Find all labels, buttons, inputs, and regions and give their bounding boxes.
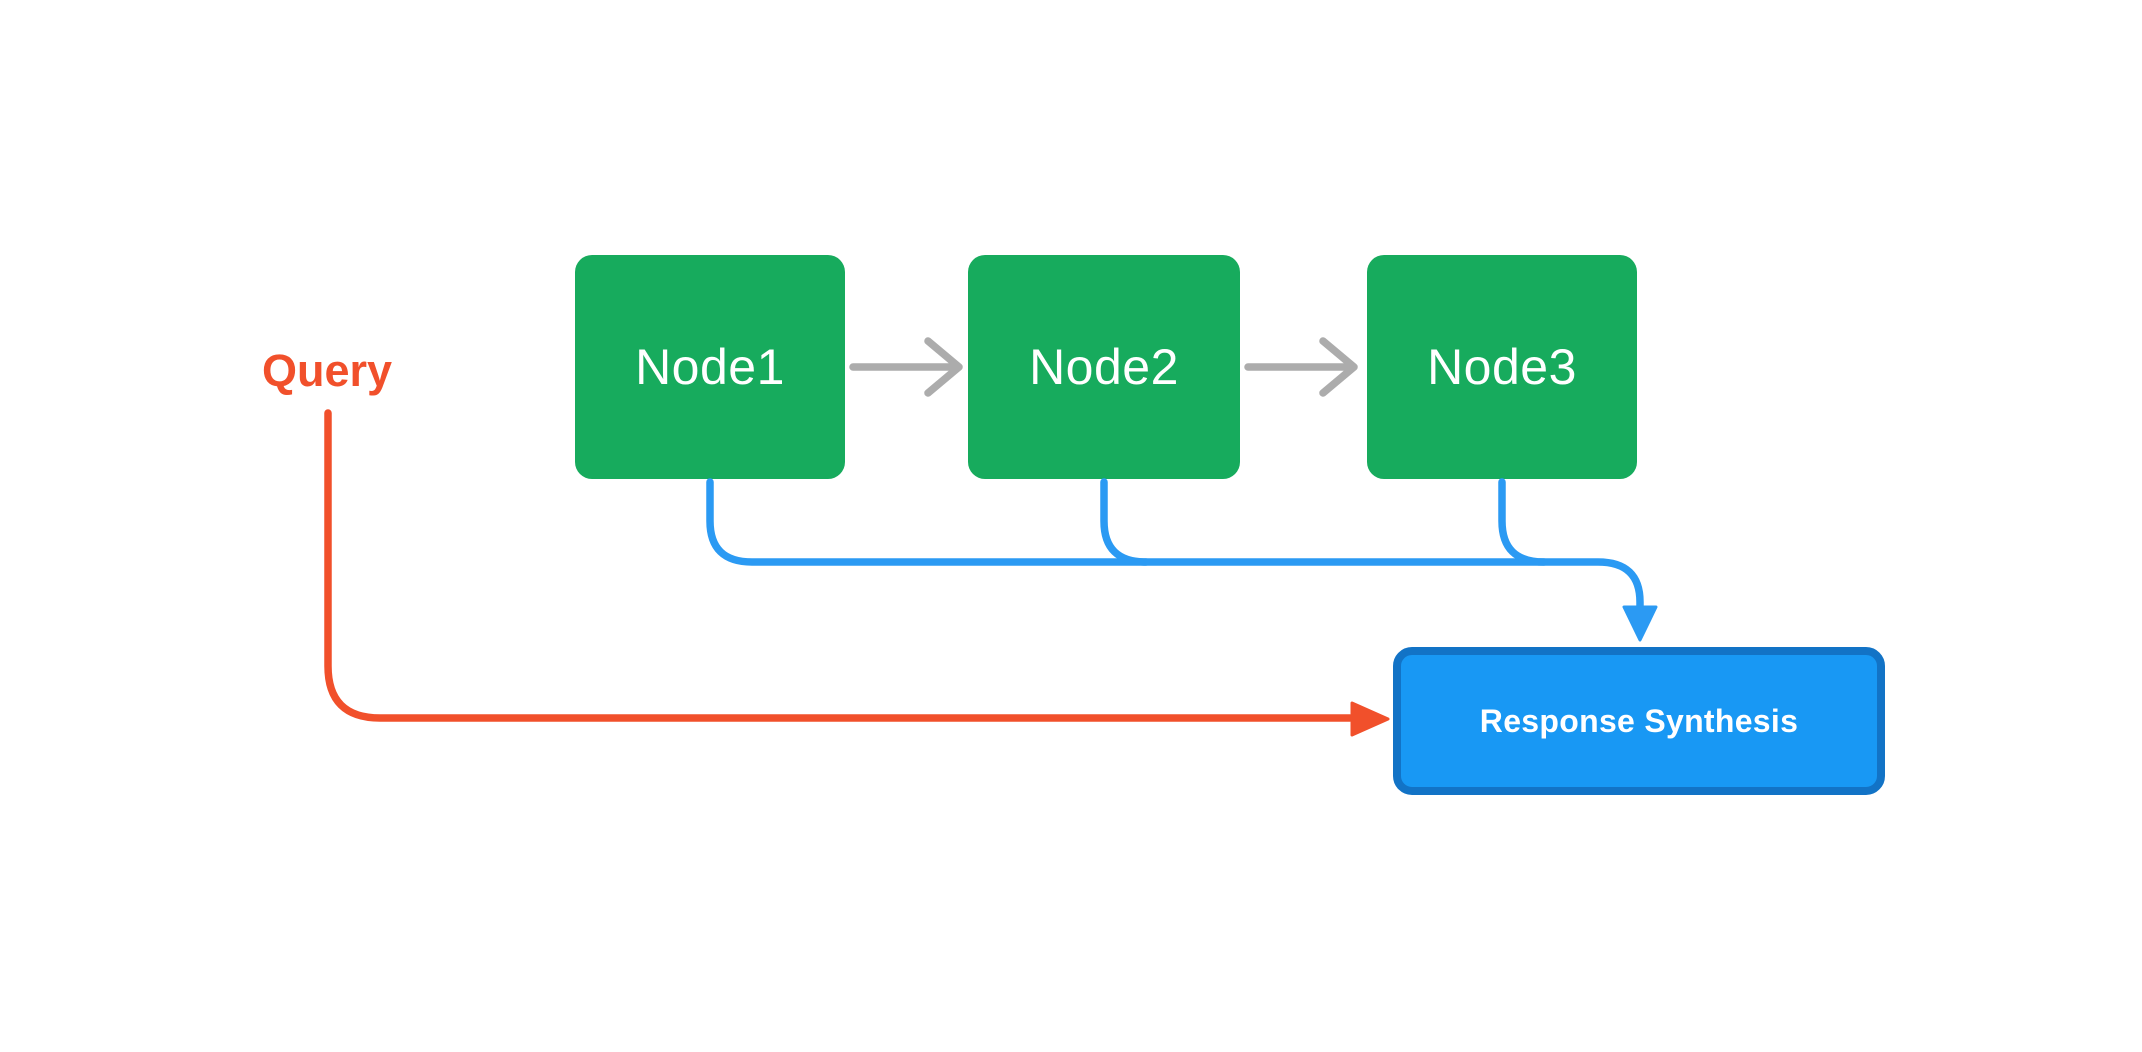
node-2-box bbox=[968, 255, 1240, 479]
query-arrowhead-icon bbox=[1350, 701, 1390, 737]
response-synthesis-label: Response Synthesis bbox=[1480, 703, 1798, 739]
node-1-box bbox=[575, 255, 845, 479]
node-3: Node3 bbox=[1367, 255, 1637, 479]
node-2: Node2 bbox=[968, 255, 1240, 479]
blue-connector-node2 bbox=[1100, 478, 1150, 566]
arrow-node2-node3-icon bbox=[1244, 337, 1358, 397]
arrow-node1-node2-icon bbox=[849, 337, 963, 397]
node-1-label: Node1 bbox=[635, 339, 785, 395]
query-label: Query bbox=[262, 345, 392, 396]
node-3-box bbox=[1367, 255, 1637, 479]
node-1: Node1 bbox=[575, 255, 845, 479]
response-synthesis-box bbox=[1393, 647, 1885, 795]
blue-arrowhead-icon bbox=[1622, 605, 1658, 642]
query-arrow-line bbox=[324, 409, 1354, 722]
blue-connector-node3 bbox=[1498, 478, 1548, 566]
node-2-label: Node2 bbox=[1029, 339, 1179, 395]
response-synthesis: Response Synthesis bbox=[1393, 647, 1885, 795]
blue-connector-node1-main bbox=[706, 478, 1644, 611]
node-3-label: Node3 bbox=[1427, 339, 1577, 395]
